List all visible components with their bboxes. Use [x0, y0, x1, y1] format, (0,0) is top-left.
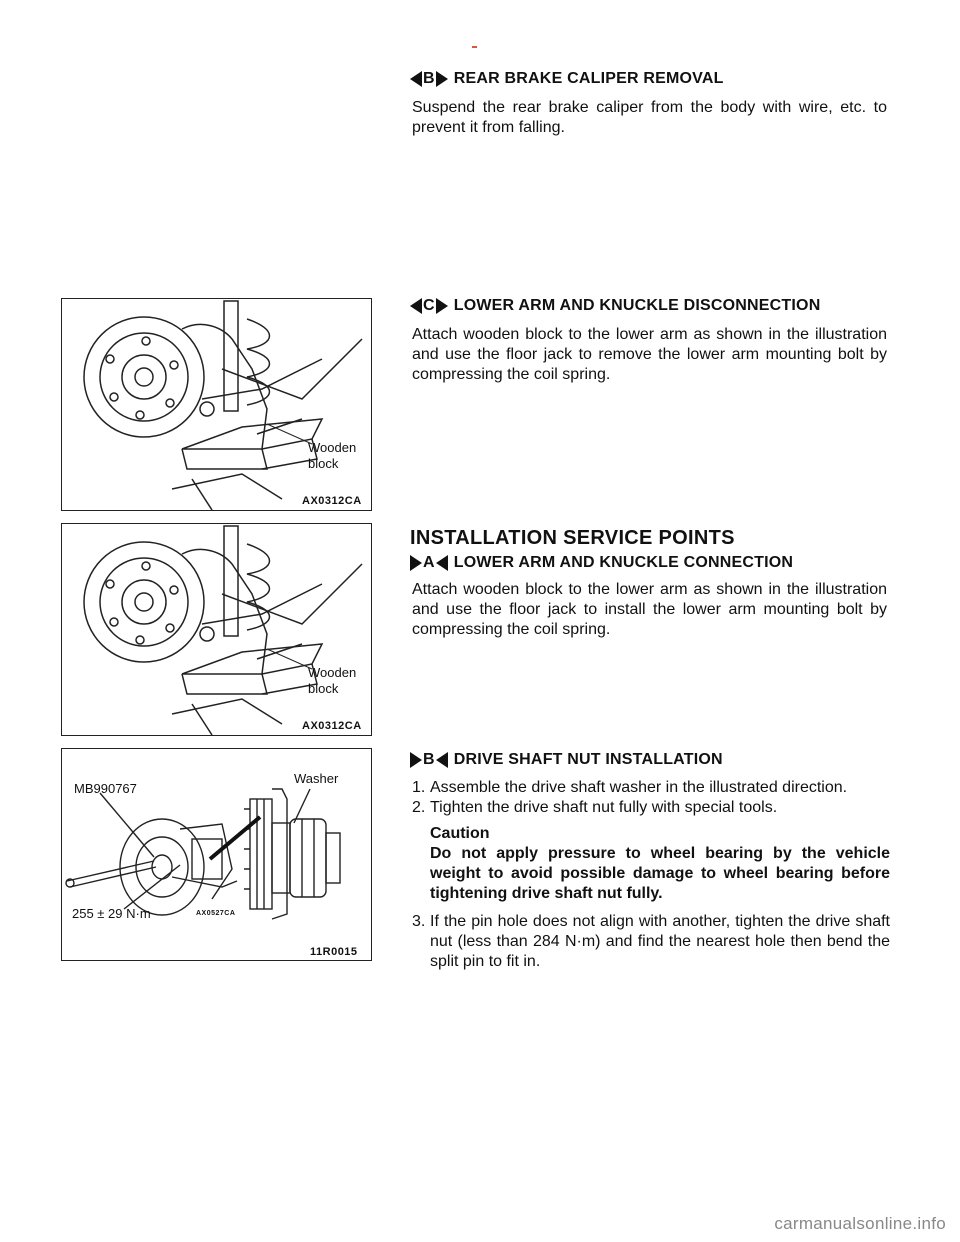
- label-tool-mb990767: MB990767: [74, 781, 137, 796]
- caution-block: Caution Do not apply pressure to wheel b…: [430, 824, 890, 904]
- heading-text: LOWER ARM AND KNUCKLE DISCONNECTION: [453, 297, 821, 314]
- paragraph-caliper-removal: Suspend the rear brake caliper from the …: [412, 99, 887, 136]
- label-wooden-block: Wooden block: [308, 665, 357, 696]
- heading-text: REAR BRAKE CALIPER REMOVAL: [453, 70, 724, 87]
- heading-drive-shaft-nut-installation: B DRIVE SHAFT NUT INSTALLATION: [410, 751, 723, 769]
- caution-text: Do not apply pressure to wheel bearing b…: [430, 845, 890, 902]
- triangle-right-icon: [435, 71, 448, 87]
- paragraph-lower-arm-disconnection: Attach wooden block to the lower arm as …: [412, 326, 887, 383]
- drive-shaft-steps: 1. Assemble the drive shaft washer in th…: [412, 778, 890, 972]
- service-marker-b-install: B: [410, 751, 448, 769]
- figure-inner-code: AX0527CA: [196, 910, 236, 917]
- triangle-left-icon: [435, 752, 448, 768]
- figure-code: AX0312CA: [302, 720, 362, 732]
- triangle-right-icon: [410, 555, 422, 571]
- service-marker-b: B: [410, 70, 448, 88]
- label-washer: Washer: [294, 771, 339, 786]
- triangle-right-icon: [410, 752, 422, 768]
- figure-code: AX0312CA: [302, 495, 362, 507]
- heading-rear-brake-caliper-removal: B REAR BRAKE CALIPER REMOVAL: [410, 70, 724, 88]
- service-marker-c: C: [410, 297, 448, 315]
- list-item: 1. Assemble the drive shaft washer in th…: [412, 779, 848, 796]
- triangle-left-icon: [435, 555, 448, 571]
- triangle-left-icon: [410, 71, 422, 87]
- heading-text: DRIVE SHAFT NUT INSTALLATION: [453, 751, 723, 768]
- paragraph-lower-arm-connection: Attach wooden block to the lower arm as …: [412, 581, 887, 638]
- heading-lower-arm-disconnection: C LOWER ARM AND KNUCKLE DISCONNECTION: [410, 297, 820, 315]
- triangle-right-icon: [435, 298, 448, 314]
- heading-lower-arm-connection: A LOWER ARM AND KNUCKLE CONNECTION: [410, 554, 793, 572]
- figure-code: 11R0015: [310, 946, 358, 958]
- heading-text: LOWER ARM AND KNUCKLE CONNECTION: [453, 554, 794, 571]
- caution-title: Caution: [430, 825, 490, 842]
- list-item: 2. Tighten the drive shaft nut fully wit…: [412, 799, 778, 816]
- label-torque: 255 ± 29 N·m: [72, 906, 151, 921]
- service-marker-a: A: [410, 554, 448, 572]
- orange-dash-mark: [472, 46, 477, 48]
- figure-wooden-block-installation: Wooden block AX0312CA: [61, 523, 372, 736]
- heading-installation-service-points: INSTALLATION SERVICE POINTS: [410, 527, 735, 549]
- label-wooden-block: Wooden block: [308, 440, 357, 471]
- figure-wooden-block-removal: Wooden block AX0312CA: [61, 298, 372, 511]
- figure-drive-shaft-nut: MB990767 Washer 255 ± 29 N·m AX0527CA 11…: [61, 748, 372, 961]
- watermark: carmanualsonline.info: [774, 1214, 946, 1233]
- triangle-left-icon: [410, 298, 422, 314]
- list-item: 3. If the pin hole does not align with a…: [412, 913, 890, 970]
